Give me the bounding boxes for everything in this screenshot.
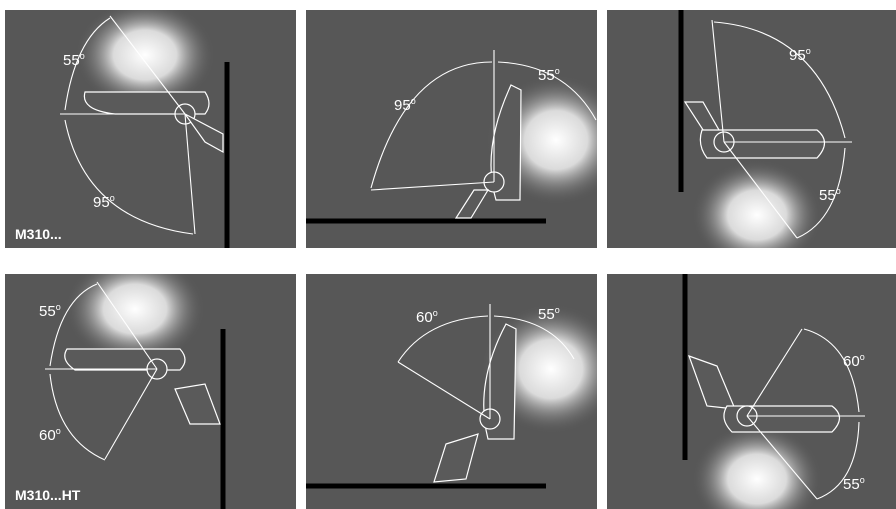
panel-wall-down-ht: 60o 55o bbox=[607, 274, 896, 509]
wall-mount-diagram bbox=[60, 10, 230, 248]
mount-bracket bbox=[454, 189, 490, 219]
arc-lower bbox=[64, 119, 194, 235]
mount-bracket bbox=[433, 433, 479, 483]
arc-lower bbox=[49, 373, 106, 461]
arc-left bbox=[370, 61, 493, 189]
wall-mount-ht-diagram bbox=[45, 274, 226, 509]
panel-ground: 95o 55o bbox=[306, 10, 597, 248]
panel-wall-m310ht: 55o 60o M310...HT bbox=[5, 274, 296, 509]
angle-line-upper bbox=[746, 328, 803, 417]
panel-ground-ht: 60o 55o bbox=[306, 274, 597, 509]
arc-left bbox=[397, 315, 489, 363]
mount-bracket bbox=[688, 355, 736, 410]
wall-down-ht-diagram bbox=[682, 274, 865, 509]
light-beam bbox=[75, 10, 215, 110]
angle-line-lower bbox=[184, 113, 196, 235]
arc-right bbox=[493, 315, 575, 360]
angle-line-left bbox=[397, 361, 491, 420]
angle-line-upper bbox=[96, 281, 158, 370]
arc-upper bbox=[49, 283, 98, 367]
light-beam bbox=[65, 274, 205, 364]
light-beam bbox=[692, 160, 822, 248]
angle-line-lower bbox=[746, 415, 818, 500]
angle-line-left bbox=[370, 181, 495, 191]
panel-wall-m310: 55o 95o M310... bbox=[5, 10, 296, 248]
panel-wall-down: 95o 55o bbox=[607, 10, 896, 248]
model-label: M310... bbox=[15, 226, 62, 242]
ground-mount-diagram bbox=[306, 50, 597, 224]
arc-lower bbox=[816, 421, 860, 500]
arc-right bbox=[497, 61, 597, 121]
arc-upper bbox=[713, 21, 846, 139]
angle-line-lower bbox=[723, 141, 798, 239]
arc-upper bbox=[803, 328, 860, 413]
angle-line-upper bbox=[109, 15, 186, 115]
arc-upper bbox=[64, 17, 111, 111]
floodlight-body bbox=[490, 84, 522, 201]
arc-lower bbox=[796, 147, 846, 239]
ground-mount-ht-diagram bbox=[306, 304, 597, 489]
mount-bracket bbox=[174, 383, 221, 425]
model-label: M310...HT bbox=[15, 487, 81, 503]
angle-line-lower bbox=[104, 368, 158, 460]
angle-line-upper bbox=[711, 19, 725, 143]
wall-down-diagram bbox=[678, 10, 852, 248]
light-beam bbox=[692, 424, 822, 509]
mount-bracket bbox=[184, 113, 224, 154]
